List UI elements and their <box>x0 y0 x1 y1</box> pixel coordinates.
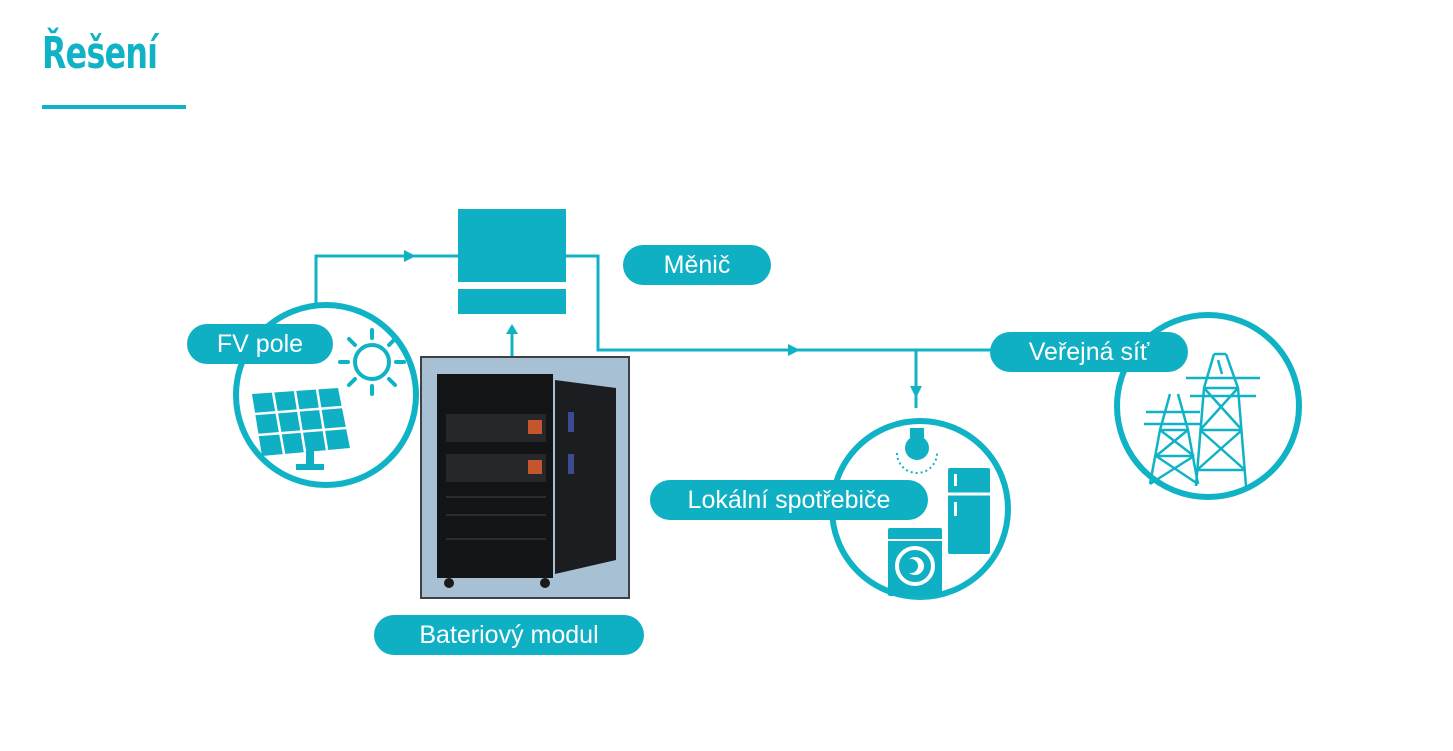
connector-inverter-to-loads <box>910 350 922 408</box>
label-grid: Veřejná síť <box>990 332 1188 372</box>
label-local-loads: Lokální spotřebiče <box>650 480 928 520</box>
label-battery-module: Bateriový modul <box>374 615 644 655</box>
connector-inverter-to-grid <box>566 254 1000 356</box>
inverter-icon <box>458 209 566 314</box>
label-pv-array: FV pole <box>187 324 333 364</box>
page-title: Řešení <box>42 28 158 79</box>
connector-pv-to-inverter <box>314 250 458 305</box>
battery-rack-photo <box>420 356 630 599</box>
label-inverter: Měnič <box>623 245 771 285</box>
title-underline <box>42 105 186 109</box>
